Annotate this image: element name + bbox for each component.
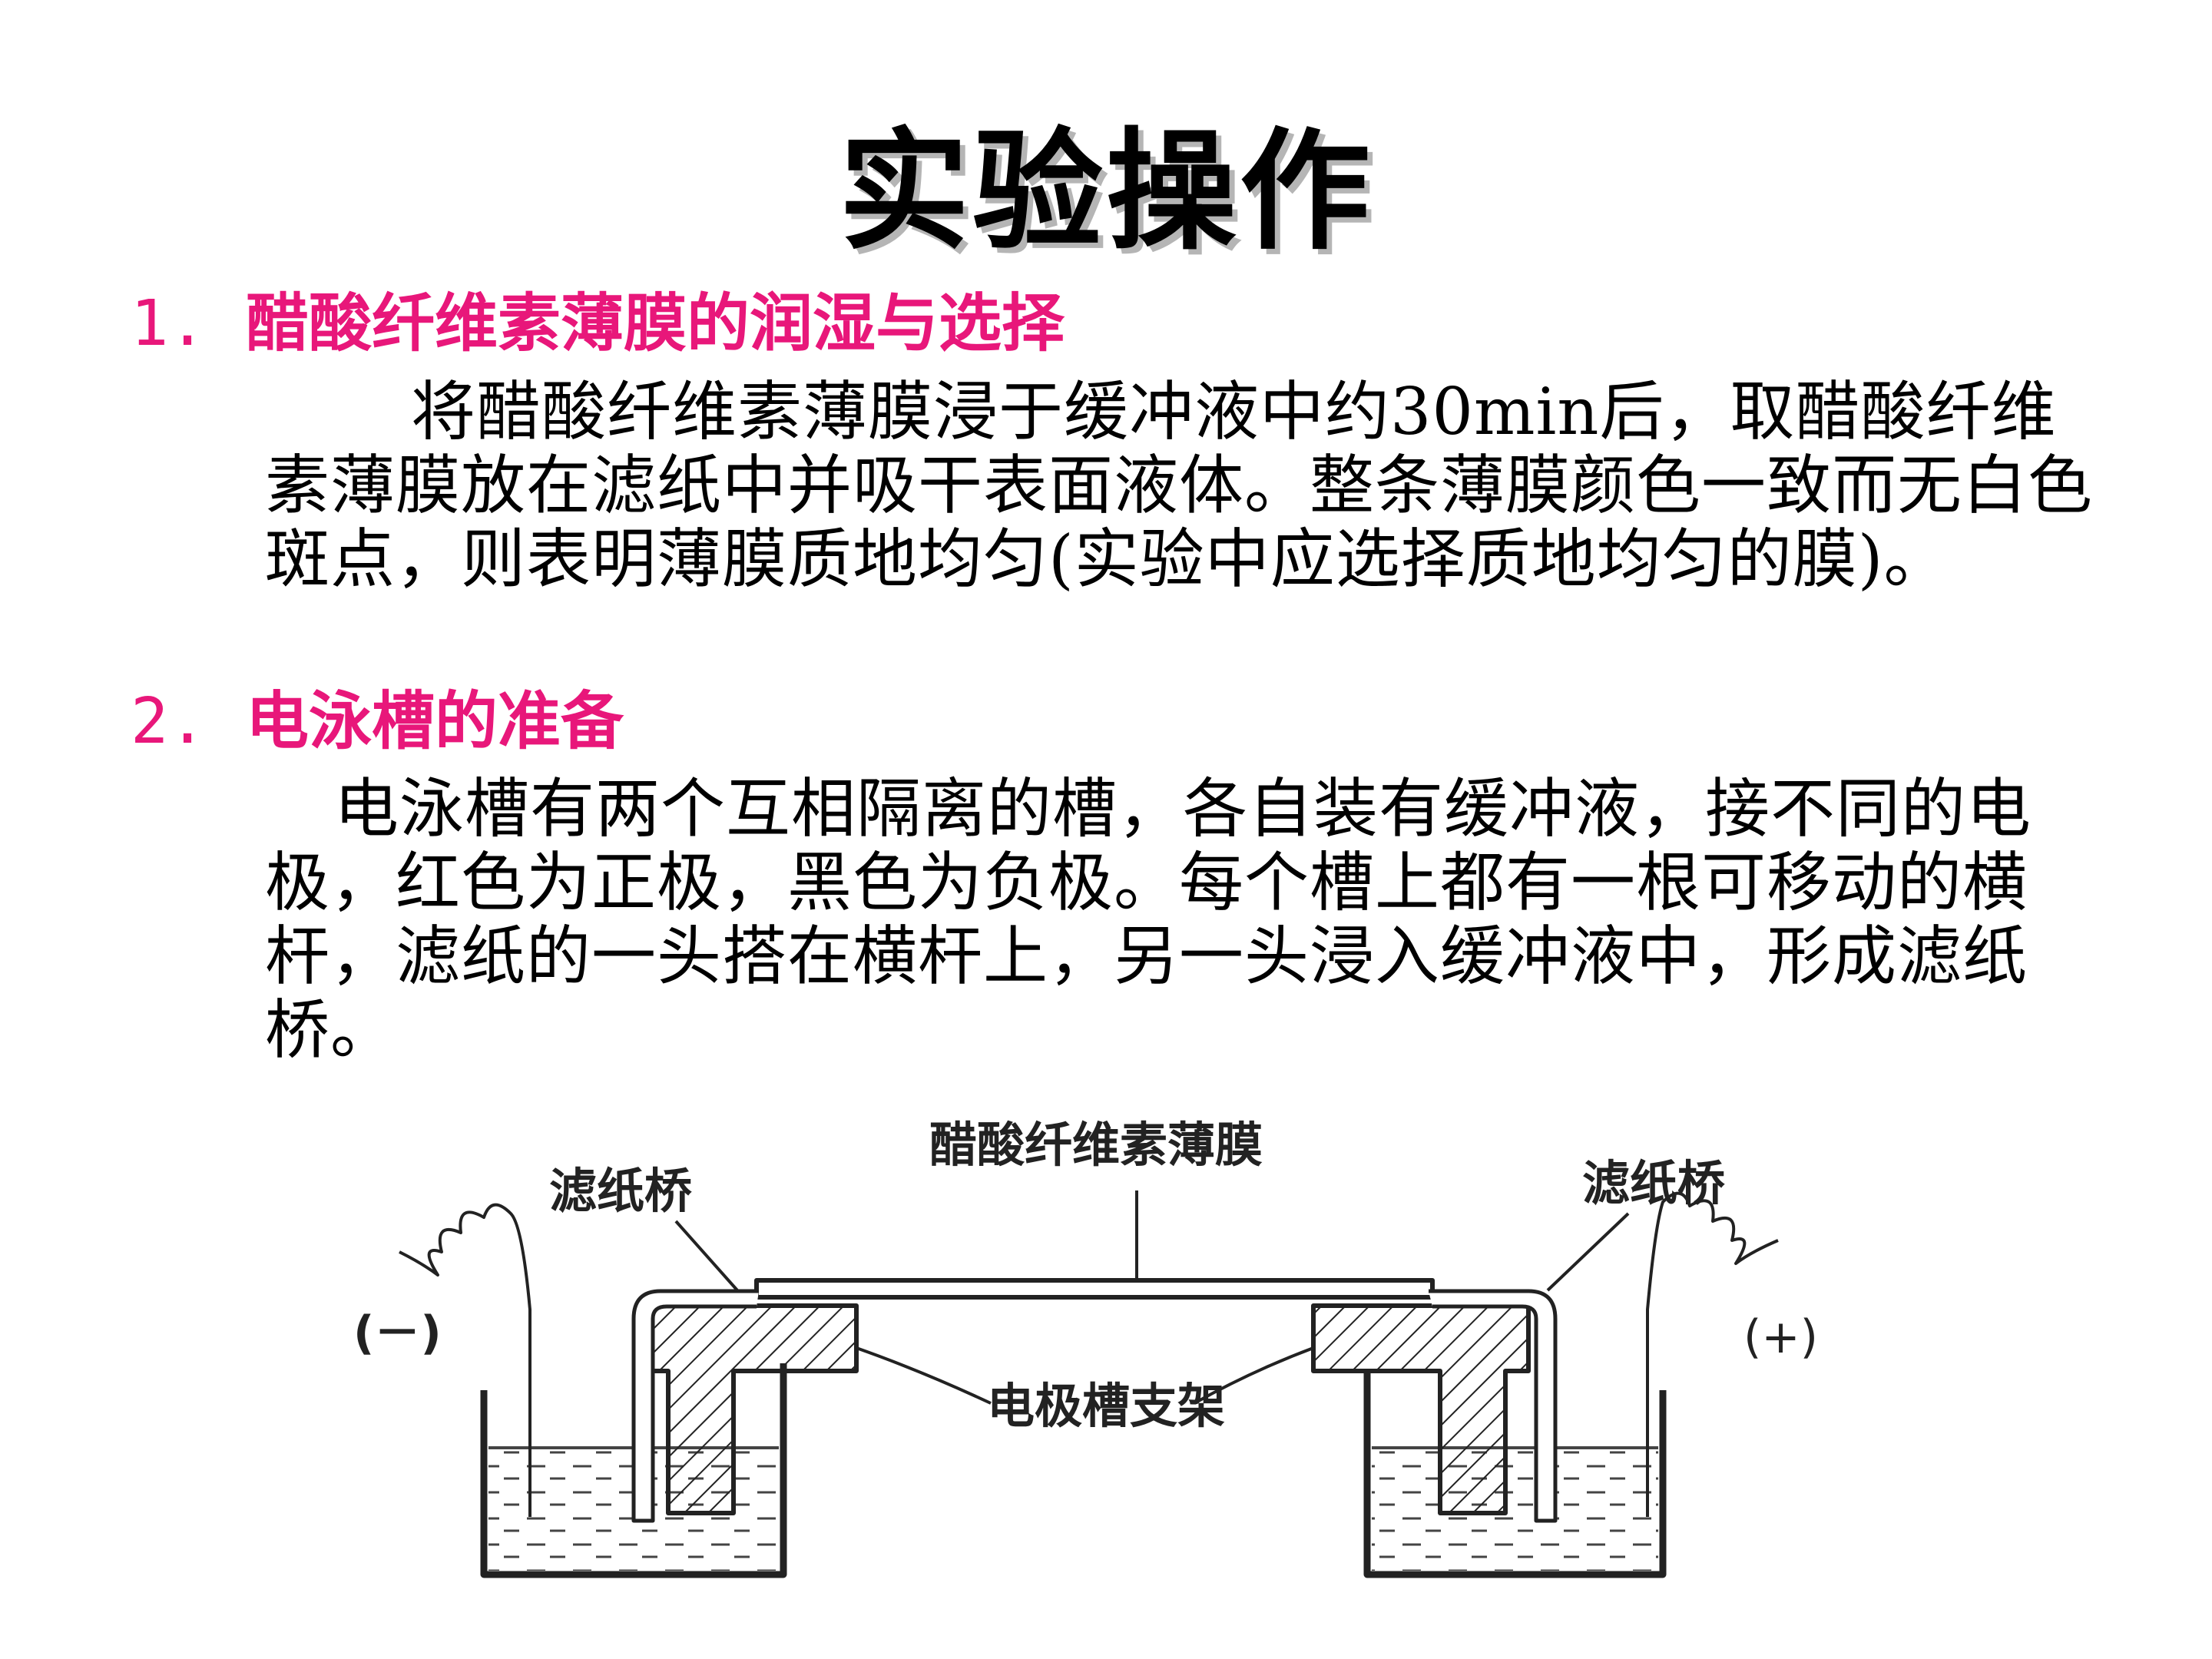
electrophoresis-tank-diagram: 醋酸纤维素薄膜 滤纸桥 滤纸桥 电极槽支架 (－) (+) [338, 1118, 1859, 1609]
section-1-heading-text: 醋酸纤维素薄膜的润湿与选择 [246, 287, 1065, 360]
left-electrode-wire [399, 1203, 531, 1517]
stand-leader-left [856, 1346, 992, 1405]
left-tank [480, 1363, 787, 1578]
section-2-heading: 2. 电泳槽的准备 [131, 684, 624, 760]
bridge-leader-left [674, 1220, 739, 1292]
bridge-leader-right [1546, 1212, 1630, 1292]
label-electrode-stand: 电极槽支架 [987, 1378, 1226, 1434]
label-positive-electrode: (+) [1743, 1310, 1819, 1364]
section-2-body: 电泳槽有两个互相隔离的槽，各自装有缓冲液，接不同的电极，红色为正极，黑色为负极。… [265, 771, 2032, 1068]
label-filter-bridge-right: 滤纸桥 [1582, 1155, 1726, 1211]
section-1-number: 1. [131, 287, 207, 360]
left-filter-bridge [631, 1289, 759, 1523]
right-tank [1363, 1371, 1667, 1578]
section-1-heading: 1. 醋酸纤维素薄膜的润湿与选择 [131, 286, 1065, 363]
slide-title: 实验操作 [838, 116, 1373, 268]
right-stand [1311, 1303, 1531, 1515]
right-electrode-wire [1646, 1191, 1779, 1517]
section-2-number: 2. [131, 685, 207, 758]
label-filter-bridge-left: 滤纸桥 [549, 1163, 693, 1219]
stand-leader-right [1194, 1346, 1314, 1405]
section-2-heading-text: 电泳槽的准备 [246, 685, 624, 758]
label-negative-electrode: (－) [353, 1306, 442, 1360]
right-filter-bridge [1429, 1289, 1558, 1523]
diagram-drawing [399, 1190, 1779, 1578]
label-membrane: 醋酸纤维素薄膜 [929, 1117, 1263, 1173]
right-liquid [1372, 1448, 1658, 1571]
section-1-body: 将醋酸纤维素薄膜浸于缓冲液中约30min后，取醋酸纤维素薄膜放在滤纸中并吸干表面… [265, 374, 2094, 597]
membrane-strip [754, 1278, 1435, 1300]
